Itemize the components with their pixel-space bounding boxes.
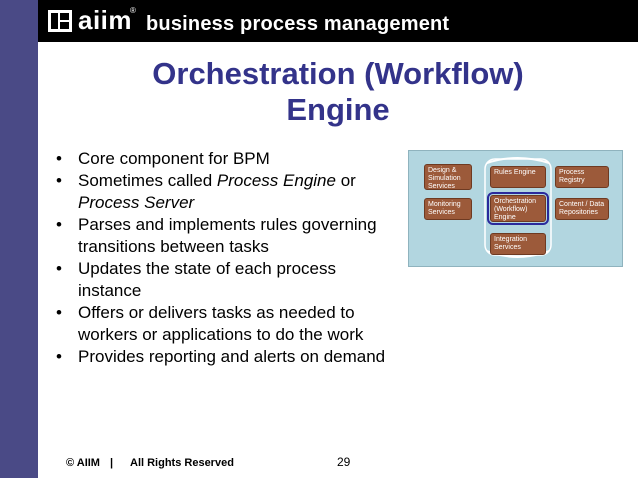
title-line-1: Orchestration (Workflow) (152, 56, 524, 91)
bullet-item: Provides reporting and alerts on demand (56, 346, 396, 368)
bullet-item: Core component for BPM (56, 148, 396, 170)
diagram-box-process-registry: Process Registry (555, 166, 609, 188)
registered-mark: ® (130, 6, 136, 15)
diagram-box-design-simulation: Design & Simulation Services (424, 164, 472, 190)
footer-separator: | (110, 457, 114, 469)
footer-copyright: © AIIM (66, 457, 100, 469)
diagram-box-rules-engine: Rules Engine (490, 166, 546, 188)
bullet-item: Offers or delivers tasks as needed to wo… (56, 302, 396, 346)
title-line-2: Engine (286, 92, 390, 127)
bpm-architecture-diagram: Design & Simulation Services Rules Engin… (408, 150, 623, 267)
header-bar: aiim ® business process management (38, 0, 638, 42)
slide-title: Orchestration (Workflow) Engine (38, 56, 638, 128)
brand-name: aiim (78, 5, 133, 35)
header-tagline: business process management (146, 13, 450, 35)
page-number: 29 (337, 455, 351, 469)
bullet-item: Updates the state of each process instan… (56, 258, 396, 302)
diagram-box-orchestration-engine: Orchestration (Workflow) Engine (487, 192, 549, 225)
footer-rights: All Rights Reserved (130, 457, 234, 469)
bullet-item: Sometimes called Process Engine or Proce… (56, 170, 396, 214)
diagram-box-monitoring: Monitoring Services (424, 198, 472, 220)
bullet-item: Parses and implements rules governing tr… (56, 214, 396, 258)
aiim-logo-icon (48, 10, 72, 32)
left-accent-bar (0, 0, 38, 478)
diagram-box-content-repositories: Content / Data Repositories (555, 198, 609, 220)
diagram-box-integration: Integration Services (490, 233, 546, 255)
bullet-list: Core component for BPM Sometimes called … (56, 148, 396, 368)
